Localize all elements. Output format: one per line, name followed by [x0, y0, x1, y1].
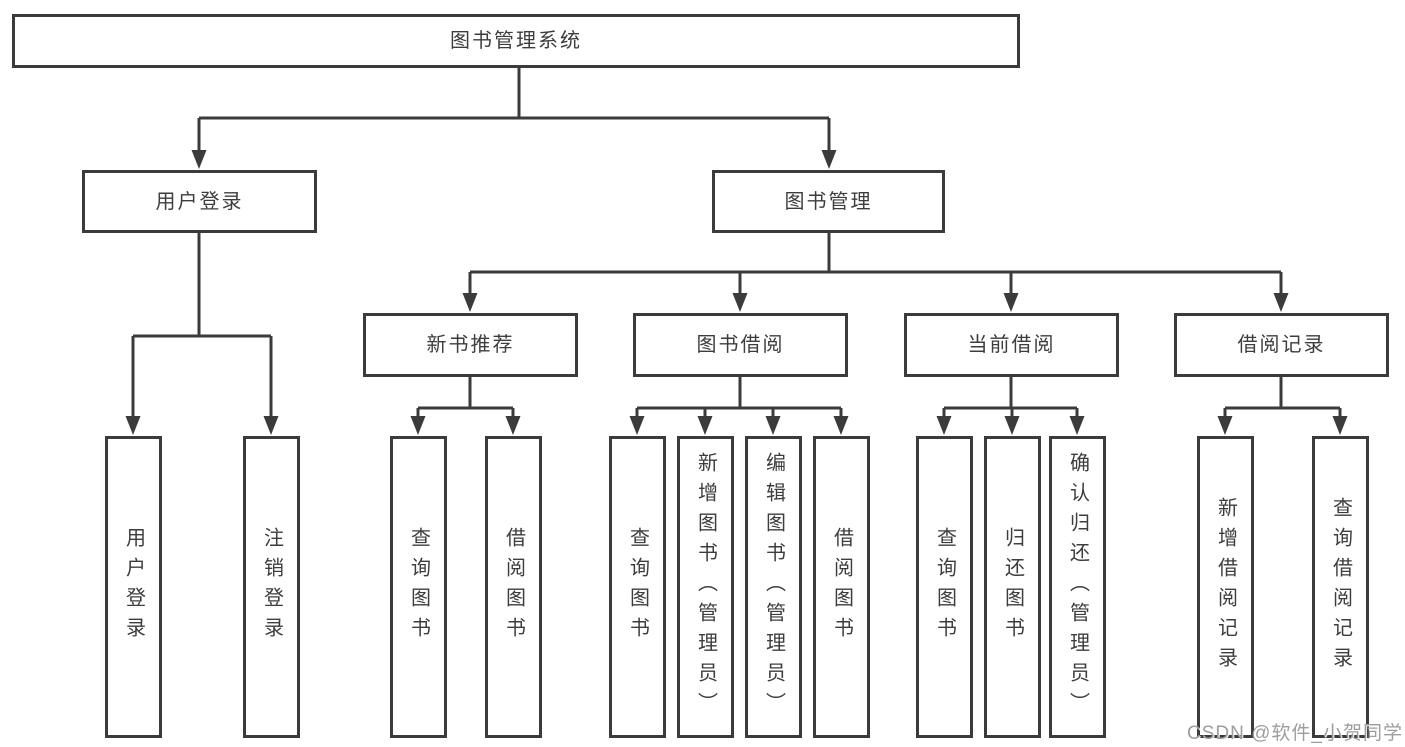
- leaf-borrow-add-book-admin-label: 新增图书（管理员）: [694, 452, 717, 722]
- leaf-borrow-query-book-label: 查询图书: [626, 527, 649, 647]
- leaf-borrow-add-book-admin: 新增图书（管理员）: [677, 436, 734, 738]
- node-user-login: 用户登录: [82, 170, 317, 233]
- leaf-record-query-record: 查询借阅记录: [1312, 436, 1369, 738]
- leaf-current-return-book: 归还图书: [984, 436, 1041, 738]
- leaf-borrow-edit-book-admin: 编辑图书（管理员）: [745, 436, 802, 738]
- leaf-borrow-query-book: 查询图书: [609, 436, 666, 738]
- node-new-book-recommend-label: 新书推荐: [426, 334, 515, 356]
- node-user-login-label: 用户登录: [155, 190, 244, 213]
- node-borrow-record-label: 借阅记录: [1237, 334, 1326, 356]
- node-current-borrow: 当前借阅: [904, 313, 1119, 377]
- node-book-management: 图书管理: [712, 170, 945, 233]
- leaf-current-return-book-label: 归还图书: [1001, 527, 1024, 647]
- node-book-management-label: 图书管理: [784, 190, 873, 213]
- leaf-current-confirm-return-admin: 确认归还（管理员）: [1049, 436, 1106, 738]
- leaf-record-add-record-label: 新增借阅记录: [1214, 497, 1237, 677]
- node-root: 图书管理系统: [12, 14, 1020, 68]
- leaf-record-query-record-label: 查询借阅记录: [1329, 497, 1352, 677]
- leaf-current-confirm-return-admin-label: 确认归还（管理员）: [1066, 452, 1089, 722]
- connector-lines: [131, 68, 1342, 418]
- leaf-newbook-query-book-label: 查询图书: [407, 527, 430, 647]
- csdn-watermark: CSDN @软件_小贺同学: [1187, 723, 1403, 744]
- leaf-newbook-borrow-book-label: 借阅图书: [502, 527, 525, 647]
- node-root-label: 图书管理系统: [450, 30, 582, 52]
- leaf-newbook-borrow-book: 借阅图书: [485, 436, 542, 738]
- node-current-borrow-label: 当前借阅: [967, 334, 1056, 356]
- leaf-logout-label: 注销登录: [260, 527, 283, 647]
- leaf-newbook-query-book: 查询图书: [390, 436, 447, 738]
- leaf-borrow-borrow-book-label: 借阅图书: [830, 527, 853, 647]
- leaf-current-query-book: 查询图书: [916, 436, 973, 738]
- node-book-borrow: 图书借阅: [633, 313, 848, 377]
- leaf-borrow-edit-book-admin-label: 编辑图书（管理员）: [762, 452, 785, 722]
- node-book-borrow-label: 图书借阅: [696, 334, 785, 356]
- arrowheads: [125, 150, 1348, 435]
- leaf-current-query-book-label: 查询图书: [933, 527, 956, 647]
- leaf-record-add-record: 新增借阅记录: [1197, 436, 1254, 738]
- leaf-user-login: 用户登录: [105, 436, 162, 738]
- leaf-logout: 注销登录: [243, 436, 300, 738]
- leaf-borrow-borrow-book: 借阅图书: [813, 436, 870, 738]
- node-new-book-recommend: 新书推荐: [363, 313, 578, 377]
- leaf-user-login-label: 用户登录: [122, 527, 145, 647]
- node-borrow-record: 借阅记录: [1174, 313, 1389, 377]
